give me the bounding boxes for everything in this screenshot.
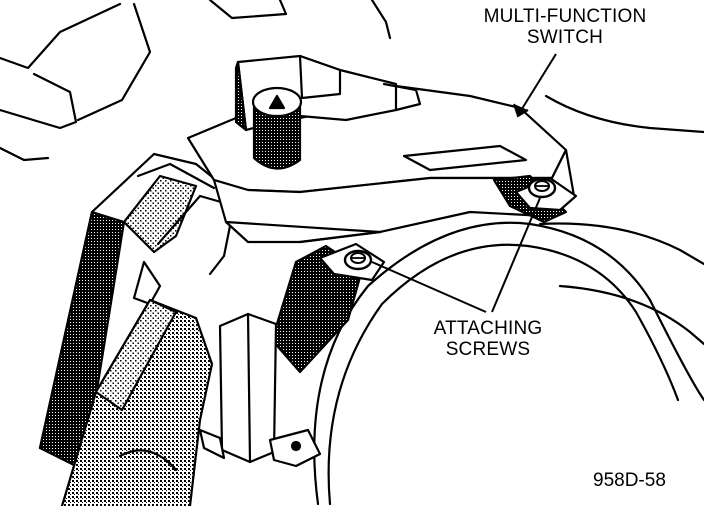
leader-line-switch xyxy=(519,53,557,113)
leader-line-screw-left xyxy=(371,261,487,313)
turn-signal-lever xyxy=(60,298,214,506)
multi-function-switch-label-line2: SWITCH xyxy=(526,27,604,48)
left-housing xyxy=(38,152,238,472)
leader-arrowhead xyxy=(513,103,529,118)
attaching-screws-label-line1: ATTACHING xyxy=(433,318,543,339)
hazard-button xyxy=(251,86,303,170)
multi-function-switch-label-line1: MULTI-FUNCTION xyxy=(483,6,647,27)
leader-line-screw-right xyxy=(491,197,541,313)
dashboard-outline xyxy=(0,0,704,162)
mounting-bracket xyxy=(198,312,322,468)
attaching-screw-left xyxy=(343,249,373,271)
attaching-screws-label: ATTACHING SCREWS xyxy=(418,318,558,360)
column-shroud xyxy=(313,221,704,506)
leader-lines xyxy=(371,53,557,313)
attaching-screw-right xyxy=(527,177,557,199)
multi-function-switch-label: MULTI-FUNCTION SWITCH xyxy=(470,6,660,48)
attaching-screws-label-line2: SCREWS xyxy=(445,339,531,360)
figure-id: 958D-58 xyxy=(593,470,666,491)
